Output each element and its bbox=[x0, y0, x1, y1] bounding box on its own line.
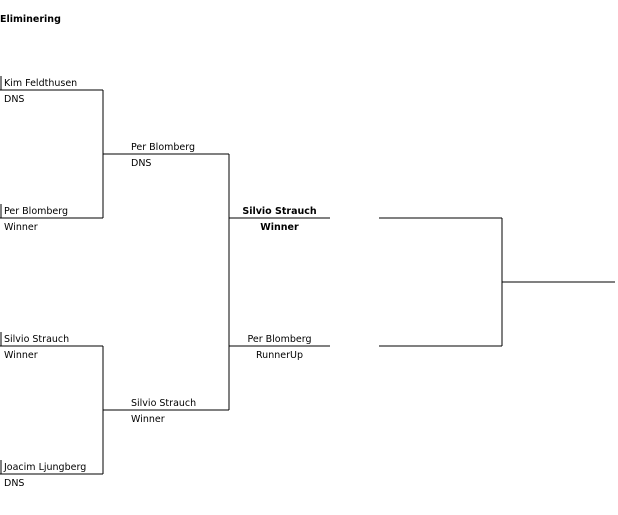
round2-status-1: DNS bbox=[131, 158, 152, 169]
round1-name-3: Silvio Strauch bbox=[4, 334, 70, 345]
final-status-2: RunnerUp bbox=[256, 350, 303, 361]
round1-name-4: Joacim Ljungberg bbox=[4, 462, 87, 473]
final-name-1: Silvio Strauch bbox=[242, 206, 317, 217]
round2-name-1: Per Blomberg bbox=[131, 142, 196, 153]
round2-status-2: Winner bbox=[131, 414, 165, 425]
round1-name-2: Per Blomberg bbox=[4, 206, 69, 217]
final-name-2: Per Blomberg bbox=[247, 334, 312, 345]
round1-status-1: DNS bbox=[4, 94, 25, 105]
round1-status-2: Winner bbox=[4, 222, 38, 233]
round1-name-1: Kim Feldthusen bbox=[4, 78, 78, 89]
round1-status-4: DNS bbox=[4, 478, 25, 489]
final-status-1: Winner bbox=[260, 222, 299, 233]
page-title: Eliminering bbox=[0, 14, 61, 25]
round2-name-2: Silvio Strauch bbox=[131, 398, 197, 409]
round1-status-3: Winner bbox=[4, 350, 38, 361]
